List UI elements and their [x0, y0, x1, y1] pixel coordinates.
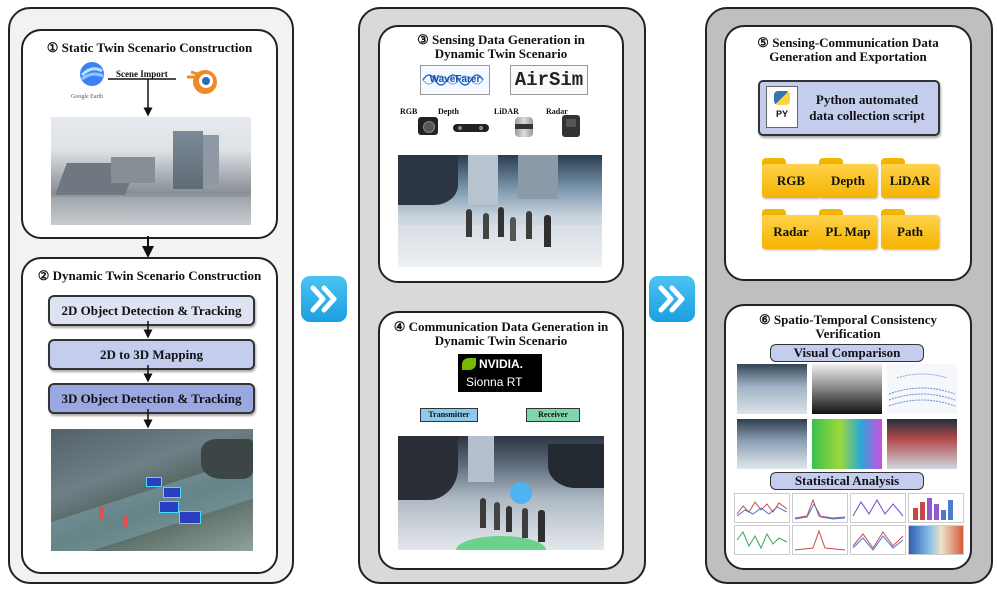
stat-chart-thumb-5	[734, 525, 790, 555]
stat-chart-thumb-4	[908, 493, 964, 523]
transmitter-box: Transmitter	[420, 408, 478, 422]
step-2d-detection: 2D Object Detection & Tracking	[48, 295, 255, 326]
stat-chart-thumb-8	[908, 525, 964, 555]
chevron-arrow-icon-2	[649, 276, 695, 322]
stage4-title-line1: ④ Communication Data Generation in	[393, 319, 609, 334]
python-script-box: PY Python automated data collection scri…	[758, 80, 940, 136]
scene-import-label: Scene Import	[116, 69, 168, 79]
sensor-label-lidar: LiDAR	[494, 107, 519, 116]
wavefarer-logo: WaveFarer	[420, 65, 490, 95]
folder-path-icon: Path	[881, 209, 939, 249]
nvidia-eye-icon	[462, 358, 476, 370]
card-static-twin-construction: ① Static Twin Scenario Construction Goog…	[21, 29, 278, 239]
step-2d-to-3d-mapping: 2D to 3D Mapping	[48, 339, 255, 370]
folder-radar-icon: Radar	[762, 209, 820, 249]
card-data-exportation: ⑤ Sensing-Communication Data Generation …	[724, 25, 972, 281]
airsim-logo: AirSim	[510, 65, 588, 95]
visual-segmentation-thumb	[812, 419, 882, 469]
stage4-title-line2: Dynamic Twin Scenario	[434, 333, 568, 348]
stat-chart-thumb-6	[792, 525, 848, 555]
airsim-label: AirSim	[514, 69, 584, 91]
stage6-title-line1: ⑥ Spatio-Temporal Consistency	[758, 312, 938, 327]
stat-chart-thumb-7	[850, 525, 906, 555]
script-label-line1: Python automated	[815, 92, 919, 107]
folder-depth-icon: Depth	[819, 158, 877, 198]
folder-rgb-label: RGB	[776, 173, 806, 188]
google-earth-icon	[75, 61, 109, 89]
visual-comparison-box: Visual Comparison	[770, 344, 924, 362]
folder-pl-map-icon: PL Map	[819, 209, 877, 249]
depth-camera-icon	[453, 124, 489, 132]
folder-pl-map-label: PL Map	[825, 224, 871, 239]
sensor-label-depth: Depth	[438, 107, 459, 116]
sionna-label: Sionna RT	[466, 375, 523, 389]
google-earth-label: Google Earth	[71, 94, 104, 100]
visual-rgb-thumb-2	[737, 419, 807, 469]
stat-chart-thumb-1	[734, 493, 790, 523]
stage6-title-line2: Verification	[815, 326, 881, 341]
sensing-scene-image	[398, 155, 602, 267]
card-sensing-data-generation: ③ Sensing Data Generation in Dynamic Twi…	[378, 25, 624, 283]
stat-chart-thumb-2	[792, 493, 848, 523]
script-label-line2: data collection script	[809, 108, 925, 123]
statistical-analysis-box: Statistical Analysis	[770, 472, 924, 490]
folder-lidar-label: LiDAR	[889, 173, 931, 188]
card-communication-data-generation: ④ Communication Data Generation in Dynam…	[378, 311, 624, 570]
card-consistency-verification: ⑥ Spatio-Temporal Consistency Verificati…	[724, 304, 972, 570]
dynamic-3d-tracking-image	[51, 429, 253, 551]
chevron-arrow-icon-1	[301, 276, 347, 322]
lidar-sensor-icon	[515, 117, 533, 137]
blender-icon	[183, 63, 223, 97]
folder-path-label: Path	[897, 224, 923, 239]
radar-sensor-icon	[562, 115, 580, 137]
stage5-title-line2: Generation and Exportation	[769, 49, 927, 64]
visual-rgb-thumb-1	[737, 364, 807, 414]
card-dynamic-twin-construction: ② Dynamic Twin Scenario Construction 2D …	[21, 257, 278, 574]
py-label: PY	[775, 109, 788, 119]
visual-lidar-thumb	[887, 364, 957, 414]
stage5-title-line1: ⑤ Sensing-Communication Data	[757, 35, 939, 50]
folder-lidar-icon: LiDAR	[881, 158, 939, 198]
folder-depth-label: Depth	[831, 173, 865, 188]
folder-rgb-icon: RGB	[762, 158, 820, 198]
nvidia-label: NVIDIA.	[479, 357, 524, 371]
visual-depth-thumb	[812, 364, 882, 414]
python-file-icon: PY	[766, 86, 798, 128]
stage1-title: ① Static Twin Scenario Construction	[46, 40, 253, 55]
stage3-title-line1: ③ Sensing Data Generation in	[417, 32, 585, 47]
static-city-image	[51, 117, 251, 225]
receiver-box: Receiver	[526, 408, 580, 422]
step-3d-detection: 3D Object Detection & Tracking	[48, 383, 255, 414]
wavefarer-label: WaveFarer	[429, 74, 481, 85]
sensor-label-rgb: RGB	[400, 107, 418, 116]
stat-chart-thumb-3	[850, 493, 906, 523]
sensor-label-radar: Radar	[546, 107, 568, 116]
nvidia-sionna-logo: NVIDIA. Sionna RT	[458, 354, 542, 392]
folder-radar-label: Radar	[773, 224, 809, 239]
stage3-title-line2: Dynamic Twin Scenario	[434, 46, 568, 61]
stage2-title: ② Dynamic Twin Scenario Construction	[37, 268, 262, 283]
rgb-camera-icon	[418, 117, 438, 135]
wave-icon	[422, 74, 484, 86]
communication-scene-image	[398, 436, 604, 550]
visual-color-thumb	[887, 419, 957, 469]
